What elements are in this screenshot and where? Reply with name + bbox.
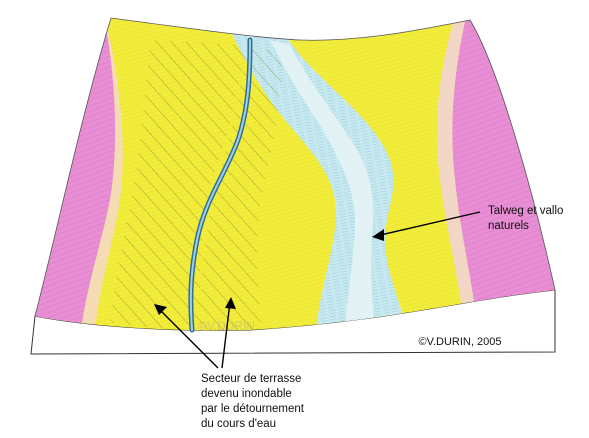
secteur-label-line2: devenu inondable bbox=[201, 388, 292, 400]
talweg-label-line2: naturels bbox=[488, 220, 529, 232]
credit-label: ©V.DURIN, 2005 bbox=[419, 336, 502, 348]
secteur-label-line1: Secteur de terrasse bbox=[201, 373, 301, 385]
secteur-label-line4: du cours d'eau bbox=[201, 418, 276, 430]
talweg-label-line1: Talweg et vallo bbox=[488, 205, 563, 217]
secteur-label-line3: par le détournement bbox=[201, 403, 305, 415]
